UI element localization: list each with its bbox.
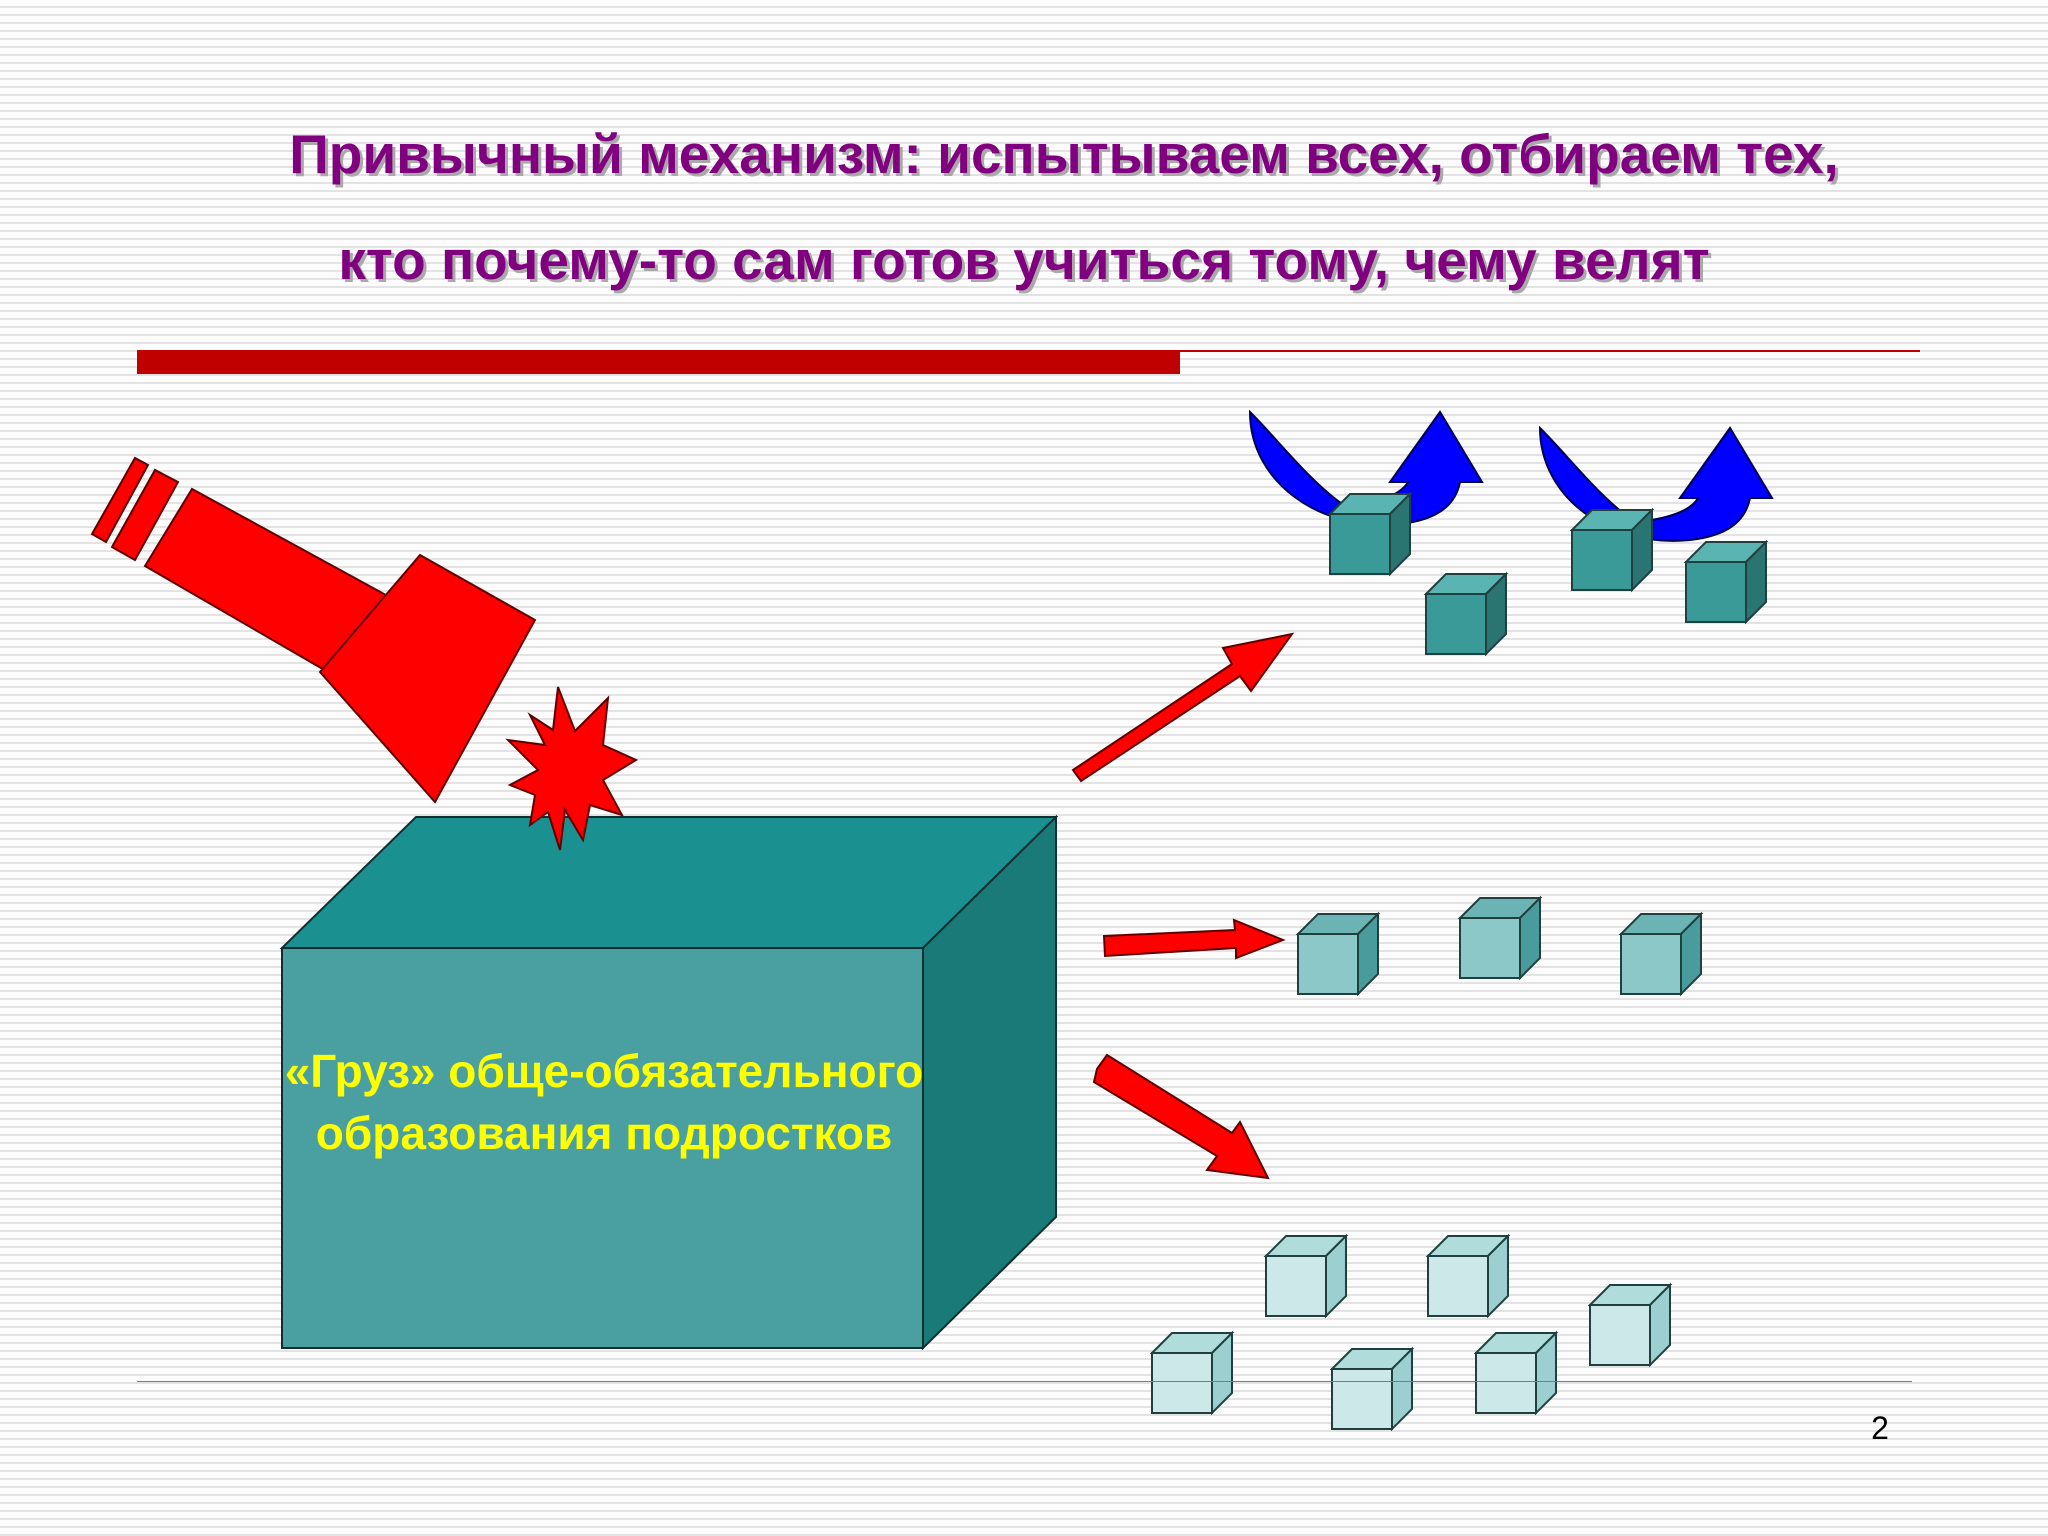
top-cube-group — [1249, 411, 1773, 655]
title-divider-thin — [1180, 350, 1920, 352]
slide-title-line-2: кто почему-то сам готов учиться тому, че… — [338, 229, 1710, 291]
slide-title-line-1: Привычный механизм: испытываем всех, отб… — [289, 123, 1839, 185]
arrow-up-right — [1071, 632, 1295, 783]
arrow-down-right — [1092, 1053, 1270, 1180]
cargo-box-top — [279, 816, 1059, 949]
cargo-box-front — [281, 947, 924, 1349]
bottom-cube-group — [1151, 1235, 1671, 1430]
impact-burst-icon — [505, 686, 639, 851]
cargo-box — [279, 814, 1059, 1351]
cargo-box-label: «Груз» обще-обязательного образования по… — [284, 1045, 924, 1159]
middle-cube-group — [1297, 897, 1702, 995]
arrow-right — [1102, 918, 1286, 960]
title-divider-thick — [137, 350, 1180, 374]
page-number: 2 — [1871, 1410, 1889, 1446]
hammer-icon — [90, 456, 537, 804]
footer-divider — [137, 1381, 1912, 1382]
